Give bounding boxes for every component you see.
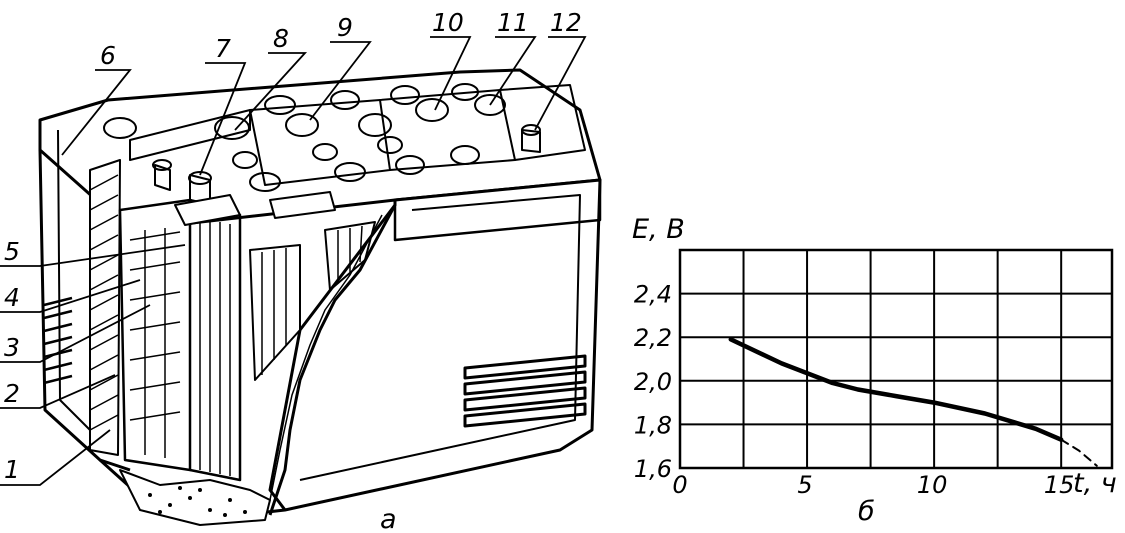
callout-leaders: [0, 36, 587, 486]
y-tick-label: 2,0: [634, 368, 672, 396]
plot-frame: [678, 248, 1114, 470]
battery-front-ribs: [463, 354, 587, 428]
battery-case: [38, 68, 602, 526]
callout-9: 9: [337, 13, 353, 42]
series-extrapolation-line: [1060, 438, 1098, 467]
chart-grid: [678, 248, 1114, 470]
leader-1: [0, 429, 111, 486]
callout-8: 8: [273, 24, 289, 53]
callout-2: 2: [4, 379, 20, 408]
x-tick-label: 10: [917, 471, 948, 499]
chart-curves: [728, 337, 1098, 467]
caption-right: б: [858, 496, 875, 527]
series-discharge-line: [728, 337, 1064, 442]
leader-12: [534, 36, 587, 131]
callout-3: 3: [4, 333, 20, 362]
caption-left: а: [380, 504, 397, 533]
leader-7: [199, 62, 247, 176]
leader-2: [0, 374, 116, 409]
chart-xlabel: t, ч: [1073, 468, 1117, 499]
x-tick-label: 0: [672, 471, 687, 499]
chart-ylabel: E, B: [632, 214, 685, 245]
y-tick-label: 2,4: [634, 281, 672, 309]
callout-12: 12: [550, 8, 582, 37]
leader-6: [61, 69, 132, 156]
callout-labels: 1 2 3 4 5 6 7 8 9 10 11 12: [4, 8, 582, 484]
x-tick-label: 5: [797, 471, 812, 499]
callout-6: 6: [100, 41, 116, 70]
leader-5: [0, 244, 186, 267]
leader-10: [430, 36, 472, 111]
y-tick-label: 1,8: [634, 411, 672, 439]
callout-5: 5: [4, 237, 20, 266]
callout-4: 4: [4, 283, 20, 312]
chart-ticks: 1,6 1,8 2,0 2,2 2,4 0 5 10 15: [634, 281, 1075, 499]
discharge-chart: 1,6 1,8 2,0 2,2 2,4 0 5 10 15 E, B t, ч б: [632, 214, 1117, 527]
battery-top-details: [103, 83, 586, 226]
y-tick-label: 1,6: [634, 455, 672, 483]
x-tick-label: 15: [1044, 471, 1075, 499]
callout-7: 7: [215, 34, 231, 63]
battery-side-ribs: [43, 296, 73, 385]
leader-8: [234, 52, 308, 131]
battery-cutaway-illustration: [38, 68, 602, 526]
leader-9: [309, 41, 372, 121]
leader-4: [0, 279, 141, 313]
y-tick-label: 2,2: [634, 324, 672, 352]
battery-plates: [118, 198, 376, 482]
leader-3: [0, 304, 151, 363]
leader-11: [489, 36, 537, 106]
callout-11: 11: [497, 8, 529, 37]
callout-1: 1: [4, 455, 20, 484]
callout-10: 10: [432, 8, 464, 37]
